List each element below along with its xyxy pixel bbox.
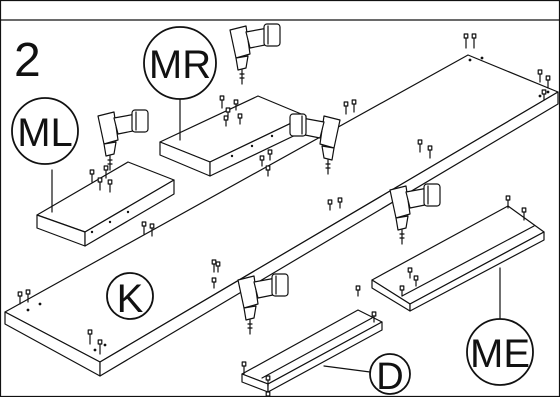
screw-icon [399, 285, 405, 297]
screw-icon [87, 329, 93, 345]
callout-me-label: ME [470, 332, 530, 376]
callout-mr-label: MR [149, 43, 211, 87]
power-drill-icon [389, 183, 441, 245]
screw-icon [215, 261, 221, 273]
callout-mr: MR [143, 26, 217, 100]
screw-icon [103, 165, 109, 179]
screw-icon [107, 179, 113, 193]
screw-icon [265, 375, 271, 387]
screw-icon [343, 101, 349, 115]
screw-icon [463, 33, 469, 49]
screw-icon [233, 99, 239, 111]
power-drill-icon [229, 23, 281, 85]
screw-icon [327, 199, 333, 211]
screw-icon [223, 115, 229, 127]
screw-icon [541, 89, 547, 101]
screw-icon [407, 267, 413, 279]
leader-lines [51, 95, 501, 373]
screw-icon [417, 139, 423, 153]
screw-icon [259, 155, 265, 167]
drill-group [97, 23, 441, 335]
screw-icon [97, 339, 103, 355]
screw-icon [471, 33, 477, 49]
screw-icon [545, 75, 551, 89]
screw-icon [265, 391, 271, 397]
screw-icon [351, 99, 357, 113]
screw-icon [17, 291, 23, 305]
step-number: 2 [14, 34, 41, 87]
screw-icon [219, 95, 225, 109]
screw-icon [355, 285, 361, 297]
screw-icon [241, 361, 247, 375]
power-drill-icon [289, 113, 341, 175]
panel-mr [159, 95, 307, 177]
power-drill-icon [97, 109, 149, 171]
callout-d-label: D [376, 356, 403, 397]
screw-icon [371, 311, 377, 323]
screw-icon [211, 277, 217, 289]
callout-me: ME [466, 318, 534, 386]
callout-ml: ML [11, 97, 79, 165]
screw-icon [267, 149, 273, 161]
panel-d [241, 309, 383, 393]
screw-icon [149, 223, 155, 237]
screw-icon [537, 69, 543, 83]
callout-k-label: K [117, 277, 144, 321]
screw-icon [237, 113, 243, 125]
screw-icon [413, 275, 419, 287]
callout-ml-label: ML [17, 111, 73, 155]
screw-icon [97, 177, 103, 191]
screw-icon [337, 197, 343, 209]
panel-k-holes [26, 56, 550, 352]
screw-icon [265, 165, 271, 177]
screw-icon [141, 221, 147, 235]
screw-group [17, 33, 551, 397]
screw-icon [25, 289, 31, 303]
screw-icon [89, 169, 95, 183]
screw-icon [427, 145, 433, 159]
callout-k: K [106, 272, 154, 321]
screw-icon [505, 195, 511, 209]
callout-d: D [369, 353, 411, 398]
power-drill-icon [237, 273, 289, 335]
screw-icon [521, 207, 527, 221]
